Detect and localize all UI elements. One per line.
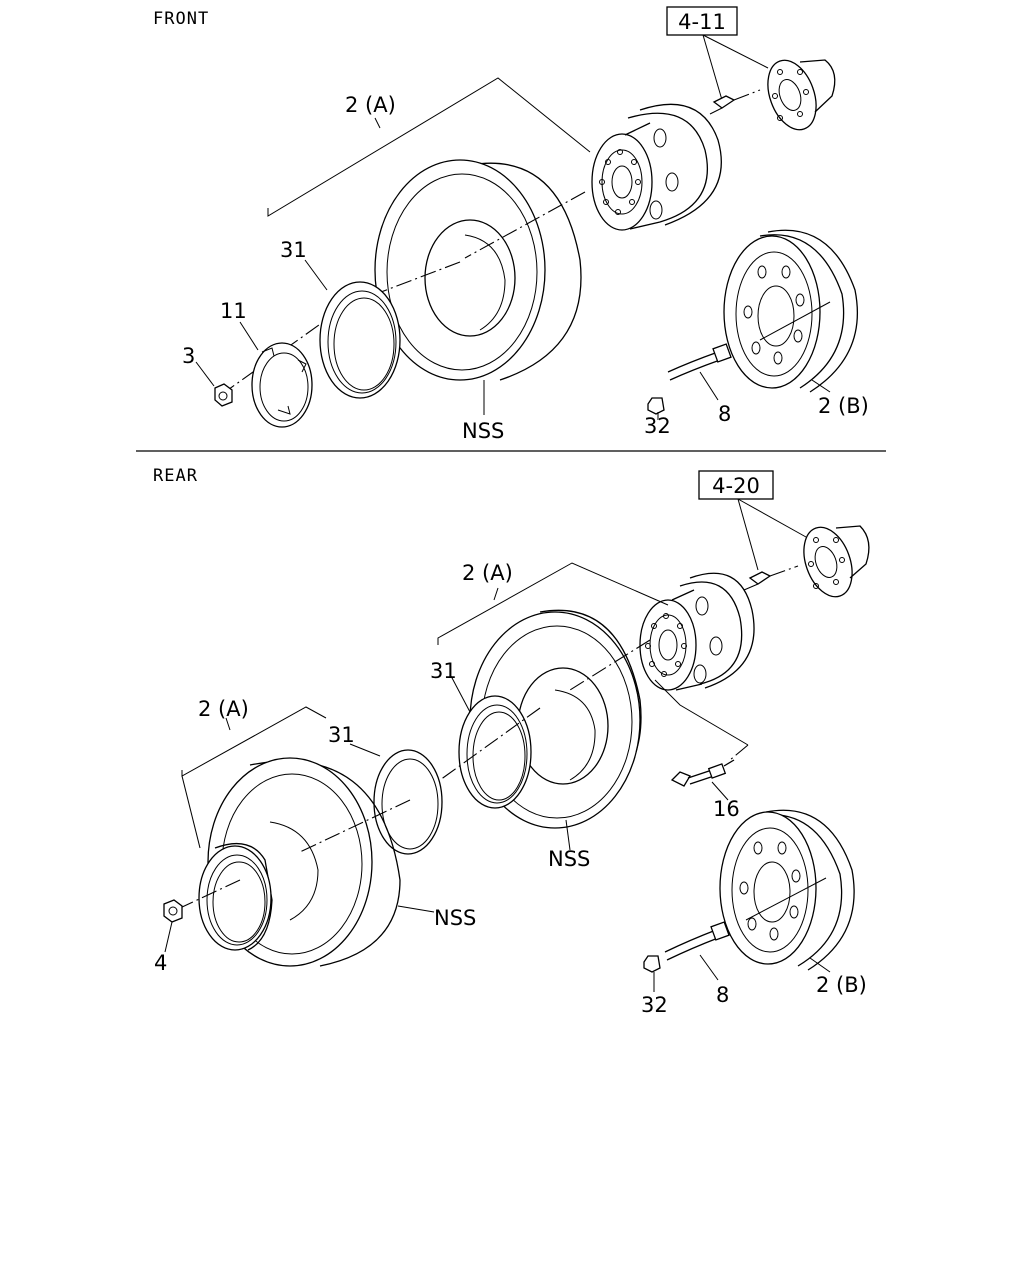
- rear-ring-inner: [458, 695, 532, 809]
- ref-label-front: 4-11: [678, 10, 726, 34]
- section-title-rear: REAR: [153, 466, 198, 486]
- label-front-11: 11: [220, 299, 247, 323]
- leader-rear-4: [164, 921, 173, 953]
- front-bracket-2a: [267, 77, 591, 217]
- label-front-2b: 2 (B): [818, 394, 869, 418]
- rear-axis-1: [569, 639, 651, 691]
- label-rear-32: 32: [641, 993, 668, 1017]
- rear-wheel-disc: [639, 572, 755, 691]
- front-nut: [214, 383, 233, 407]
- leader-front-2b: [811, 379, 831, 393]
- front-hub-cap: [251, 342, 313, 428]
- leader-rear-16: [711, 781, 729, 801]
- front-valve: [647, 343, 732, 415]
- label-rear-nss-outer: NSS: [434, 906, 476, 930]
- rear-bracket-outer-2a: [181, 706, 327, 849]
- rear-hub: [803, 525, 870, 598]
- front-tire: [374, 159, 582, 381]
- label-rear-2b: 2 (B): [816, 973, 867, 997]
- leader-front-31: [304, 259, 328, 291]
- rear-axis-3: [299, 799, 411, 853]
- front-wheel-2b: [723, 229, 859, 393]
- leader-rear-31-outer: [349, 743, 381, 757]
- section-title-front: FRONT: [153, 9, 209, 29]
- rear-wheel-2b: [719, 809, 855, 971]
- label-rear-8: 8: [716, 983, 729, 1007]
- label-rear-2a-inner: 2 (A): [462, 561, 513, 585]
- rear-axis-2: [439, 707, 541, 781]
- label-rear-16: 16: [713, 797, 740, 821]
- label-rear-31-inner: 31: [430, 659, 457, 683]
- label-front-31: 31: [280, 238, 307, 262]
- leader-front-11: [239, 321, 259, 351]
- ref-box-front[interactable]: 4-11: [666, 6, 769, 101]
- front-axis-1: [464, 191, 586, 259]
- label-front-nss: NSS: [462, 419, 504, 443]
- label-rear-nss-inner: NSS: [548, 847, 590, 871]
- rear-nut: [163, 899, 183, 923]
- leader-front-3: [195, 361, 215, 387]
- front-wheel-disc: [591, 103, 722, 231]
- front-axis-3: [224, 309, 341, 393]
- rear-axis-4: [179, 879, 241, 909]
- label-rear-4: 4: [154, 951, 167, 975]
- rear-valve-extension: [654, 679, 749, 787]
- label-front-32: 32: [644, 414, 671, 438]
- leader-rear-nss-inner: [565, 819, 571, 851]
- label-rear-31-outer: 31: [328, 723, 355, 747]
- leader-rear-8: [699, 954, 719, 981]
- ref-box-rear[interactable]: 4-20: [698, 470, 807, 571]
- rear-ring-outer: [373, 749, 443, 855]
- label-front-3: 3: [182, 344, 195, 368]
- label-front-2a: 2 (A): [345, 93, 396, 117]
- label-rear-2a-outer: 2 (A): [198, 697, 249, 721]
- rear-bracket-inner-2a: [437, 562, 669, 645]
- ref-label-rear: 4-20: [712, 474, 760, 498]
- leader-rear-2a-inner: [493, 587, 499, 601]
- leader-rear-31-inner: [450, 675, 471, 713]
- label-front-8: 8: [718, 402, 731, 426]
- leader-rear-2b: [809, 957, 831, 973]
- rear-valve: [643, 921, 730, 973]
- front-ring: [319, 281, 401, 399]
- rear-wheel-outer: [198, 842, 273, 951]
- front-hub: [767, 59, 836, 131]
- rear-stud: [743, 565, 799, 591]
- front-stud: [709, 89, 761, 115]
- leader-front-8: [699, 371, 719, 401]
- leader-rear-nss-outer: [397, 905, 435, 913]
